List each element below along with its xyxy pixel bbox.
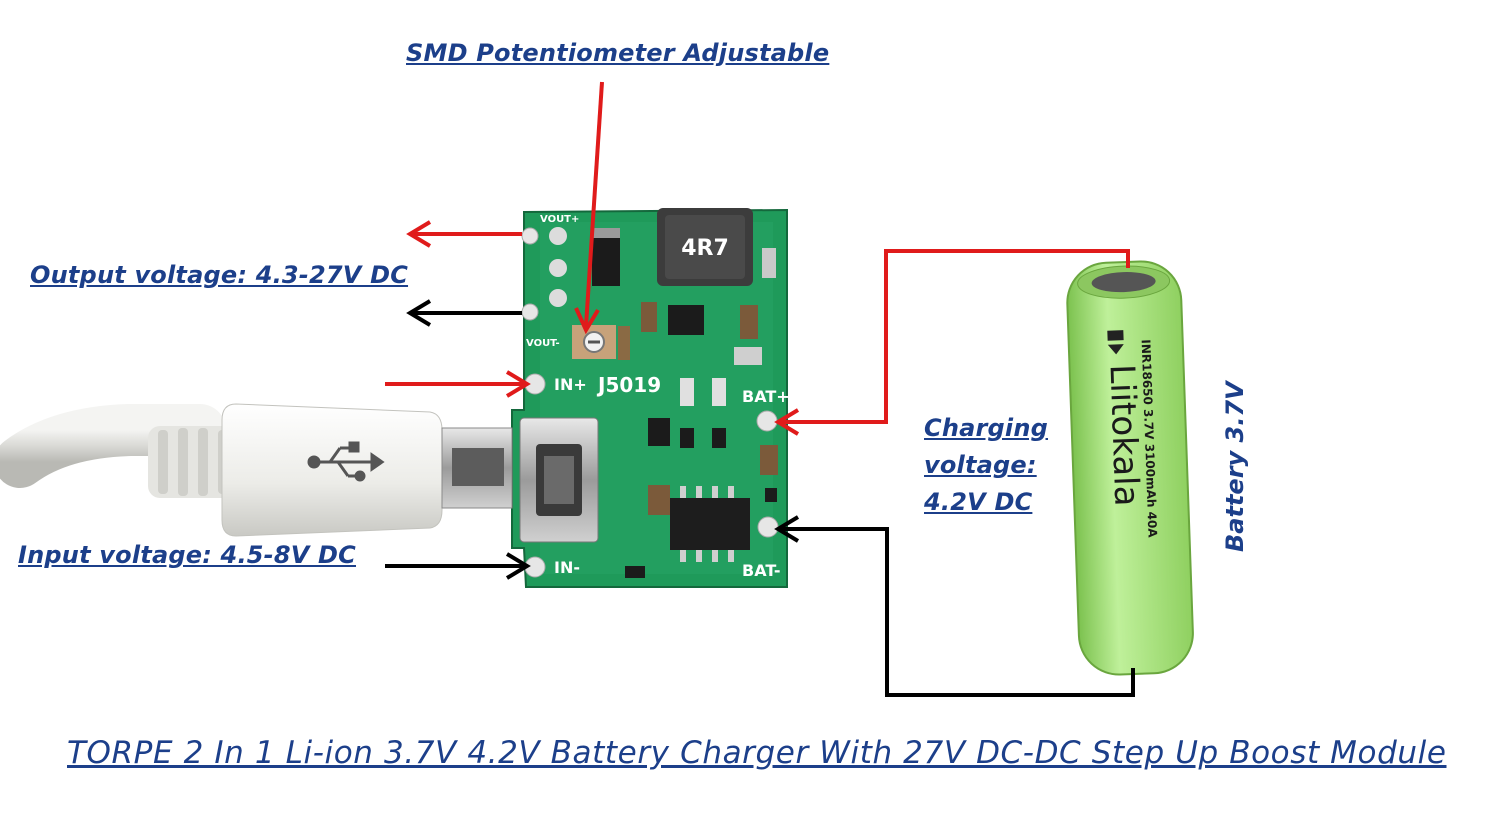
charging-voltage-line-3: 4.2V DC xyxy=(924,488,1033,516)
battery-positive-wire xyxy=(780,249,1130,424)
pad-vout-plus-label: VOUT+ xyxy=(540,214,579,225)
pad-bat-minus-label: BAT- xyxy=(742,561,781,580)
charging-voltage-line-2: voltage: xyxy=(924,451,1037,479)
charging-voltage-label: Charging voltage: 4.2V DC xyxy=(924,410,1064,521)
battery-brand: Liitokala xyxy=(1101,364,1146,507)
pad-in-plus-label: IN+ xyxy=(554,375,587,394)
usb-cable xyxy=(0,403,513,537)
inductor-label: 4R7 xyxy=(681,236,729,261)
micro-usb-port xyxy=(519,417,599,543)
inductor: 4R7 xyxy=(657,208,753,286)
potentiometer-pointer xyxy=(584,81,604,327)
pad-in-minus-label: IN- xyxy=(554,558,580,577)
battery-cell: Liitokala INR18650 3.7V 3100mAh 40A xyxy=(1066,260,1194,676)
output-voltage-label: Output voltage: 4.3-27V DC xyxy=(30,261,409,289)
smd-potentiometer xyxy=(572,325,616,359)
wires xyxy=(385,81,1135,697)
input-voltage-label: Input voltage: 4.5-8V DC xyxy=(18,541,356,569)
battery-label: Battery 3.7V xyxy=(1221,381,1249,552)
charging-voltage-line-1: Charging xyxy=(924,414,1049,442)
potentiometer-label: SMD Potentiometer Adjustable xyxy=(406,39,830,67)
battery-print: INR18650 3.7V 3100mAh 40A xyxy=(1139,339,1160,538)
usb-symbol-icon xyxy=(307,441,385,482)
page-title: TORPE 2 In 1 Li-ion 3.7V 4.2V Battery Ch… xyxy=(67,735,1447,771)
pad-vout-minus-label: VOUT- xyxy=(526,338,560,349)
pad-bat-plus-label: BAT+ xyxy=(742,387,790,406)
chip-label: J5019 xyxy=(596,373,661,397)
battery-negative-wire xyxy=(780,527,1135,697)
pcb-module: 4R7 VOUT+ VOUT- J5019 IN+ BAT+ xyxy=(511,208,790,588)
